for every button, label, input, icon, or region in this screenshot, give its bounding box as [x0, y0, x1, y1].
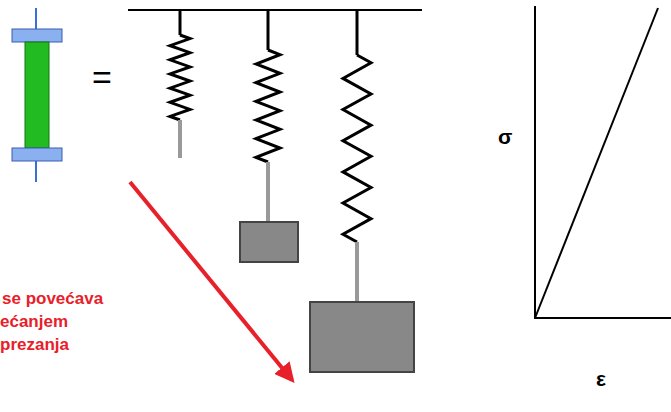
axis-label: σ	[498, 126, 512, 147]
specimen	[12, 8, 62, 182]
spring-coil	[256, 50, 280, 162]
axis-label: ε	[596, 368, 606, 389]
note-text: se povećava	[2, 290, 103, 307]
spring-hanger	[356, 10, 359, 55]
trend-arrow	[130, 182, 292, 380]
note-text: prezanja	[0, 336, 69, 353]
large-weight	[310, 302, 414, 372]
ceiling-line	[128, 9, 422, 11]
spring-rod	[266, 162, 270, 222]
note-text: ećanjem	[0, 313, 68, 330]
stress-strain-graph	[534, 6, 671, 319]
spring-rod	[355, 242, 359, 302]
spring-hanger	[179, 10, 182, 35]
spring-hanger	[267, 10, 270, 50]
springs	[170, 10, 371, 302]
equals-sign: =	[92, 60, 112, 94]
spring-coil	[170, 35, 190, 120]
small-weight	[240, 222, 298, 262]
spring-coil	[343, 55, 371, 242]
spring-rod	[178, 120, 182, 158]
